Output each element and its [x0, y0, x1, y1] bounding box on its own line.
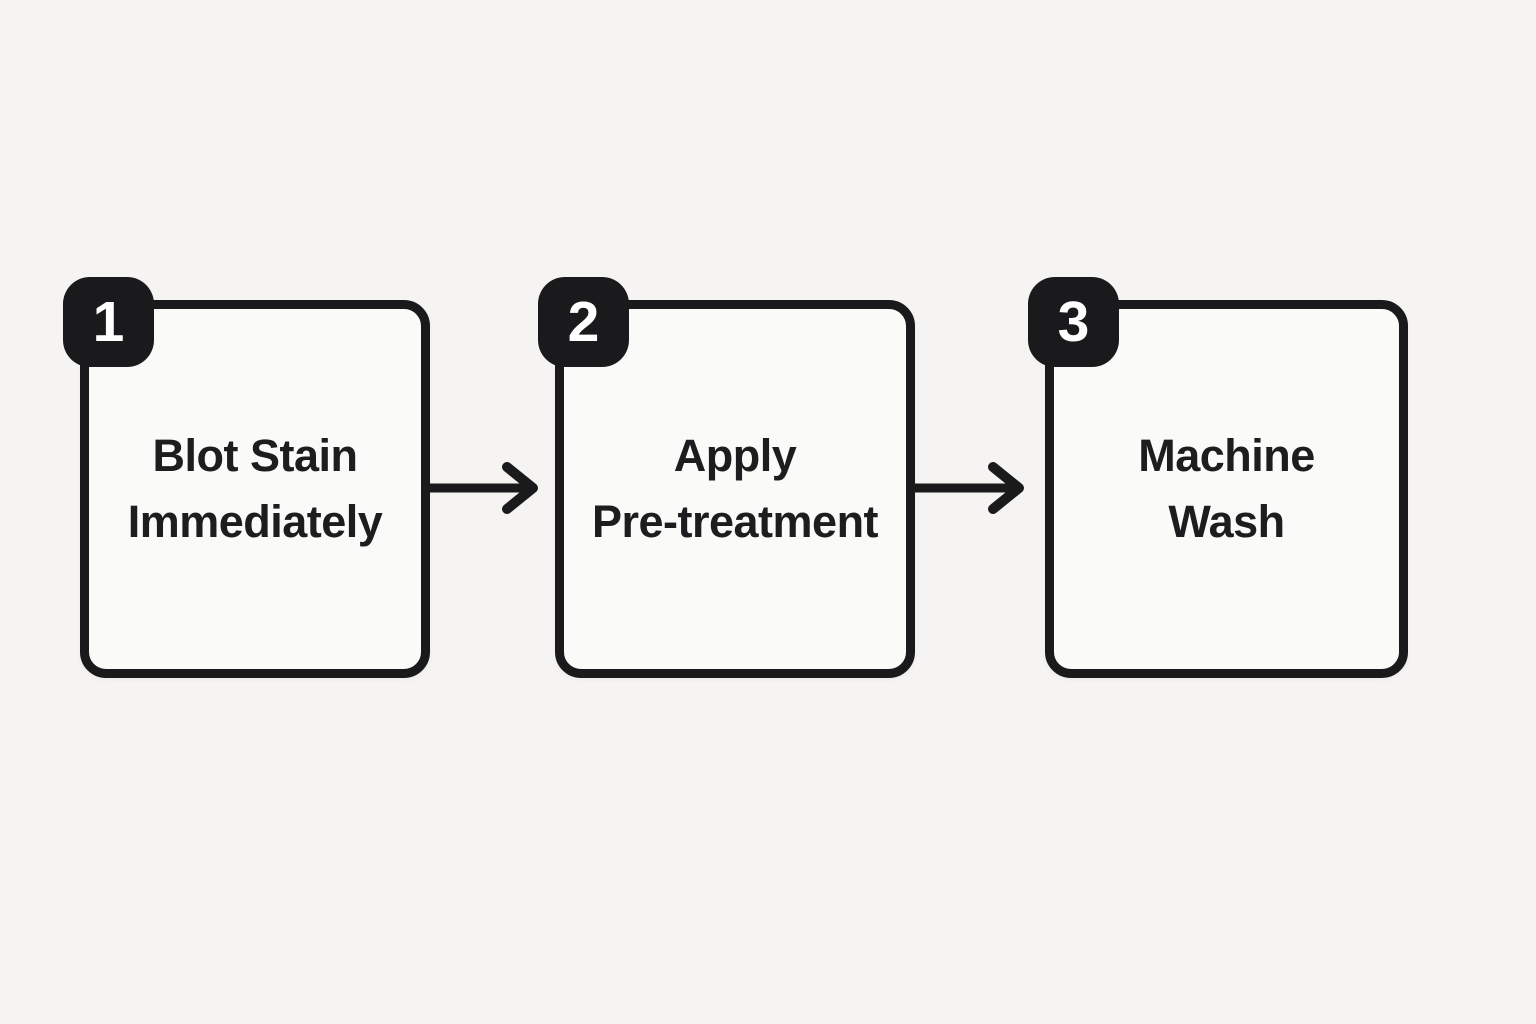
step-3-number: 3: [1057, 289, 1090, 354]
step-2-number-badge: 2: [538, 277, 629, 367]
step-3-number-badge: 3: [1028, 277, 1119, 367]
step-1-number-badge: 1: [63, 277, 154, 367]
step-2-label: Apply Pre-treatment: [591, 430, 879, 547]
step-3: Machine Wash 3: [1028, 277, 1408, 678]
step-1-number: 1: [92, 289, 125, 354]
step-3-label: Machine Wash: [1138, 430, 1315, 547]
step-3-box: Machine Wash: [1045, 300, 1408, 678]
step-1-label: Blot Stain Immediately: [127, 430, 383, 547]
step-2-box: Apply Pre-treatment: [555, 300, 915, 678]
step-1: Blot Stain Immediately 1: [63, 277, 430, 678]
arrow-right-icon: [914, 458, 1026, 518]
step-2: Apply Pre-treatment 2: [538, 277, 915, 678]
step-1-box: Blot Stain Immediately: [80, 300, 430, 678]
step-2-number: 2: [567, 289, 600, 354]
arrow-right-icon: [428, 458, 540, 518]
